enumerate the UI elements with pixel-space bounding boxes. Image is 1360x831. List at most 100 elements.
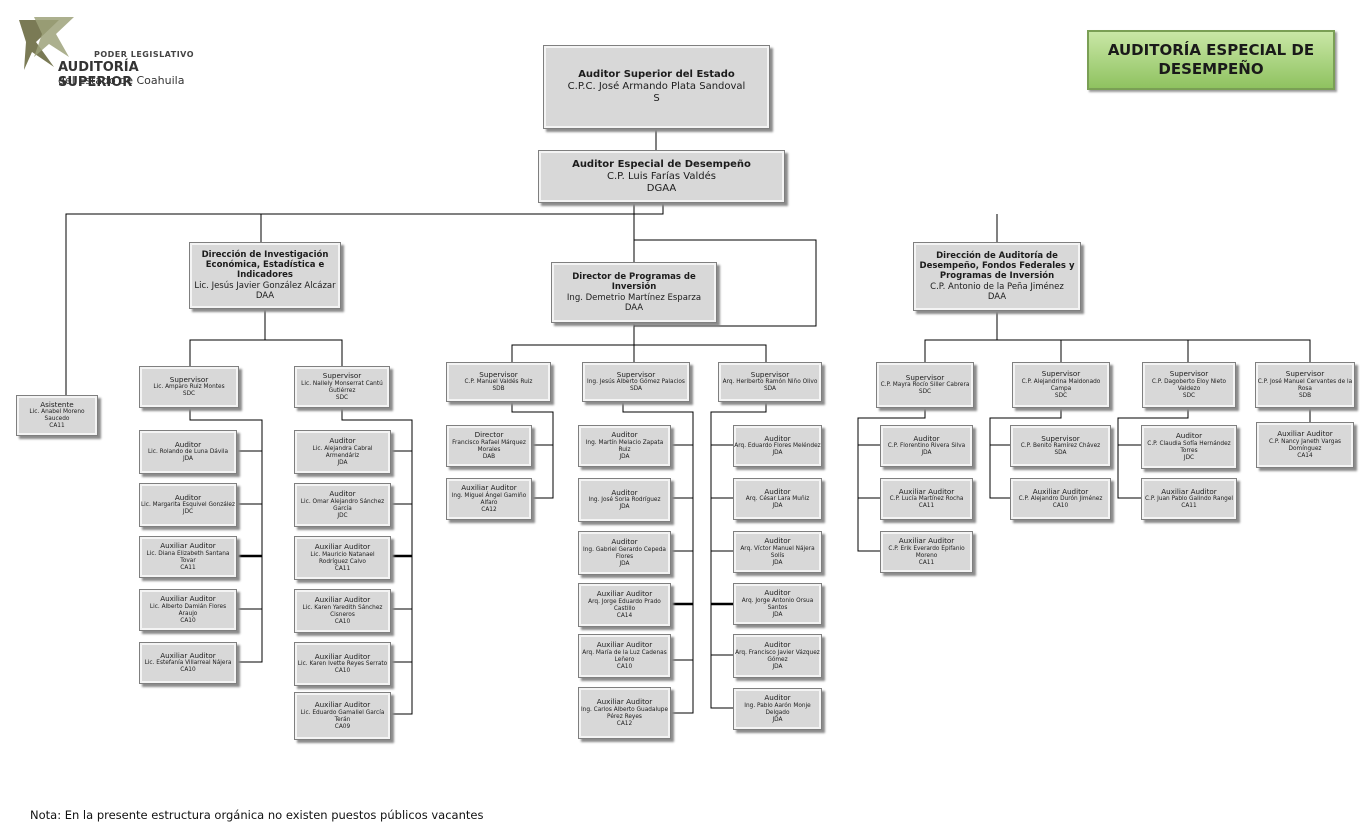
node-code: JDA [772, 716, 783, 723]
node-person: Ing. Miguel Ángel Gamiño Alfaro [451, 492, 527, 506]
node-code: JDA [619, 453, 630, 460]
node-role: Auditor [611, 487, 638, 497]
node-code: JDC [1183, 454, 1195, 461]
node-dir-auditoria: Dirección de Auditoría de Desempeño, Fon… [913, 242, 1081, 311]
node-role: Director de Programas de Inversión [572, 272, 696, 293]
node-role: Auditor [329, 489, 356, 499]
node-role: Supervisor [905, 372, 945, 382]
node-code: CA11 [334, 565, 351, 572]
node-role: Auditor [764, 588, 791, 598]
node-code: CA12 [616, 720, 633, 727]
node-role: Supervisor [1041, 433, 1080, 443]
node-person: Arq. Jorge Eduardo Prado Castillo [588, 598, 661, 612]
node-person: C.P. Mayra Rocío Siller Cabrera [880, 382, 970, 389]
node-person: Ing. Pablo Aarón Monje Delgado [744, 702, 811, 716]
node-role: Supervisor [1041, 369, 1081, 379]
node-person: C.P. Nancy Janeth Vargas Domínguez [1268, 438, 1342, 452]
node-role: Auditor [764, 640, 791, 650]
node-person: Lic. Amparo Ruiz Montes [153, 384, 225, 391]
node-role: Supervisor [616, 369, 656, 379]
node-code: JDA [619, 504, 630, 511]
node-person: Lic. Margarita Esquivel González [140, 502, 236, 509]
node-code: SDC [1054, 392, 1068, 399]
node-person: C.P. Alejandro Durón Jiménez [1018, 496, 1103, 503]
node-person: C.P. Juan Pablo Galindo Rangel [1144, 496, 1234, 503]
node-person: C.P. Antonio de la Peña Jiménez [930, 281, 1064, 292]
node-code: DAA [624, 302, 644, 313]
node-role: Auxiliar Auditor [1277, 429, 1333, 439]
node-person: Ing. Jesús Alberto Gómez Palacios [587, 379, 685, 386]
node-code: CA10 [180, 617, 196, 624]
node-person: C.P. Dagoberto Eloy Nieto Valdezo [1151, 378, 1227, 392]
node-role: Auditor [329, 436, 356, 446]
node-person: Lic. Alejandra Cabral Armendáriz [312, 445, 373, 459]
logo-text-legislativo: PODER LEGISLATIVO [94, 50, 195, 59]
node-code: CA10 [1052, 503, 1069, 510]
node-code: JDA [772, 663, 783, 670]
node-code: DGAA [646, 182, 677, 194]
node-code: SDA [629, 386, 642, 393]
node-code: JDA [772, 559, 783, 566]
node-code: CA10 [334, 618, 351, 625]
node-code: SDC [182, 391, 196, 398]
section-title: AUDITORÍA ESPECIAL DE DESEMPEÑO [1087, 30, 1335, 90]
node-person: Lic. Karen Ivette Reyes Serrato [297, 661, 388, 668]
node-code: SDC [918, 389, 932, 396]
node-person: C.P. Claudia Sofía Hernández Torres [1147, 440, 1231, 454]
node-person: Lic. Mauricio Natanael Rodríguez Calvo [310, 551, 375, 565]
node-code: CA11 [180, 564, 196, 571]
node-role: Auxiliar Auditor [596, 640, 653, 650]
node-person: Lic. Eduardo Gamaliel García Terán [300, 709, 385, 723]
node-code: CA10 [334, 668, 351, 675]
node-person: Lic. Diana Elizabeth Santana Tovar [146, 550, 230, 564]
node-code: CA14 [616, 612, 633, 619]
node-role: Auxiliar Auditor [314, 595, 371, 605]
node-role: Dirección de Investigación Económica, Es… [201, 250, 329, 281]
node-person: Ing. Gabriel Gerardo Cepeda Flores [583, 546, 666, 560]
node-person: Lic. Karen Yaredith Sánchez Cisneros [302, 604, 383, 618]
node-code: JDA [337, 459, 348, 466]
node-person: Ing. Demetrio Martínez Esparza [566, 292, 702, 303]
node-role: Auxiliar Auditor [160, 541, 216, 551]
node-role: Auditor Especial de Desempeño [572, 158, 751, 170]
node-person: C.P. Erik Everardo Epifanio Moreno [888, 545, 965, 559]
node-person: Arq. María de la Luz Cadenas Leñero [582, 649, 667, 663]
node-person: C.P.C. José Armando Plata Sandoval [567, 81, 746, 92]
node-code: JDA [921, 450, 932, 457]
node-role: Auditor [174, 492, 202, 502]
node-role: Asistente [40, 399, 74, 409]
node-code: SDC [335, 394, 349, 401]
node-role: Auxiliar Auditor [461, 483, 517, 493]
node-role: Auditor [913, 433, 940, 443]
node-role: Supervisor [1285, 369, 1325, 379]
node-code: JDA [182, 456, 194, 463]
node-role: Auxiliar Auditor [160, 650, 216, 660]
node-code: JDC [337, 512, 348, 519]
